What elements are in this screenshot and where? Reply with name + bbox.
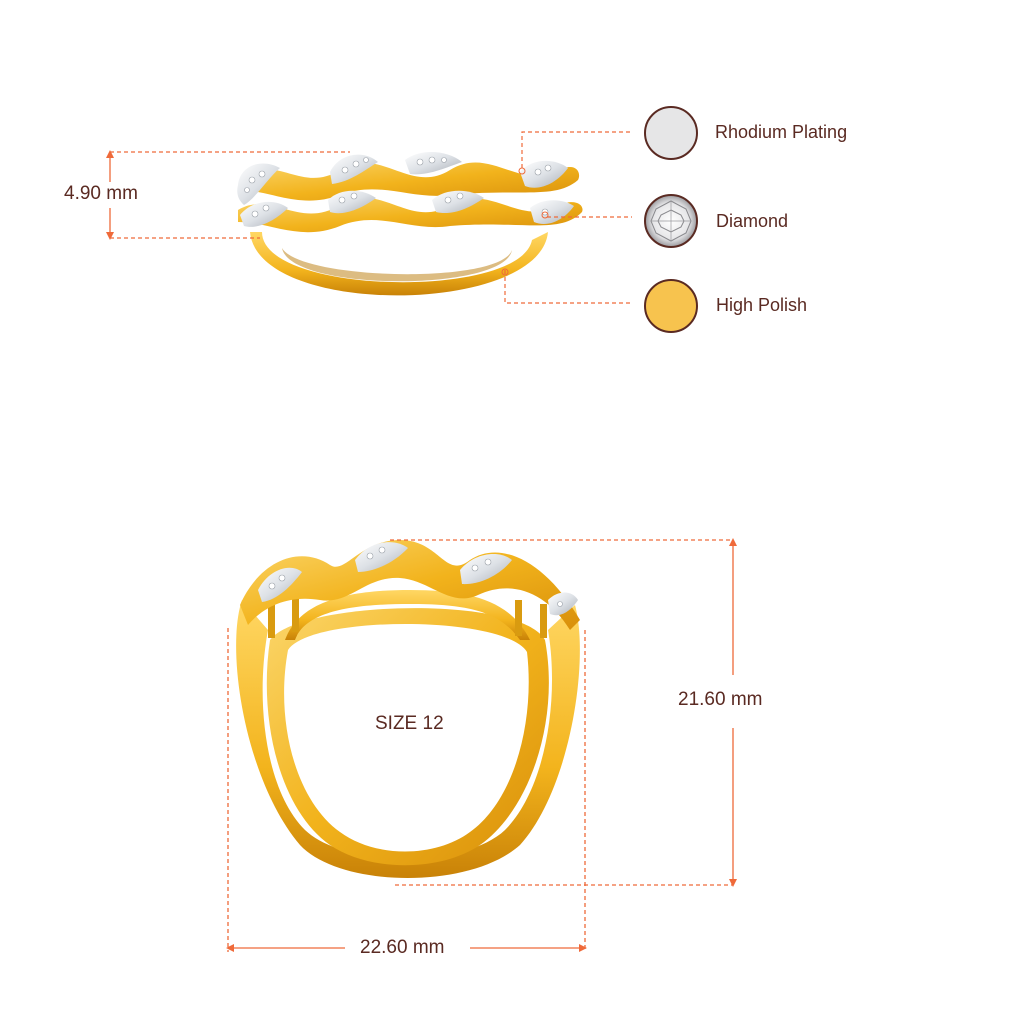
legend-diamond-label: Diamond [716,211,789,231]
rhodium-swatch-icon [644,106,698,160]
arrowheads-front-height [729,538,737,887]
dimension-height-front [390,539,734,886]
arrowheads-front-width [226,944,587,952]
width-front-label: 22.60 mm [360,937,445,958]
ring-size-label: SIZE 12 [375,713,444,734]
ring-front-view [236,540,580,879]
legend-rhodium-label: Rhodium Plating [715,122,848,142]
legend-high-polish-label: High Polish [716,295,808,315]
height-front-label: 21.60 mm [678,689,763,710]
diamond-swatch-icon [644,194,698,248]
legend-leaders [504,131,632,304]
height-top-label: 4.90 mm [64,183,138,204]
ring-top-view [237,151,583,296]
dimension-width-front [227,628,586,952]
gold-swatch-icon [644,279,698,333]
leader-markers [501,167,549,276]
arrowheads-top [106,150,114,240]
